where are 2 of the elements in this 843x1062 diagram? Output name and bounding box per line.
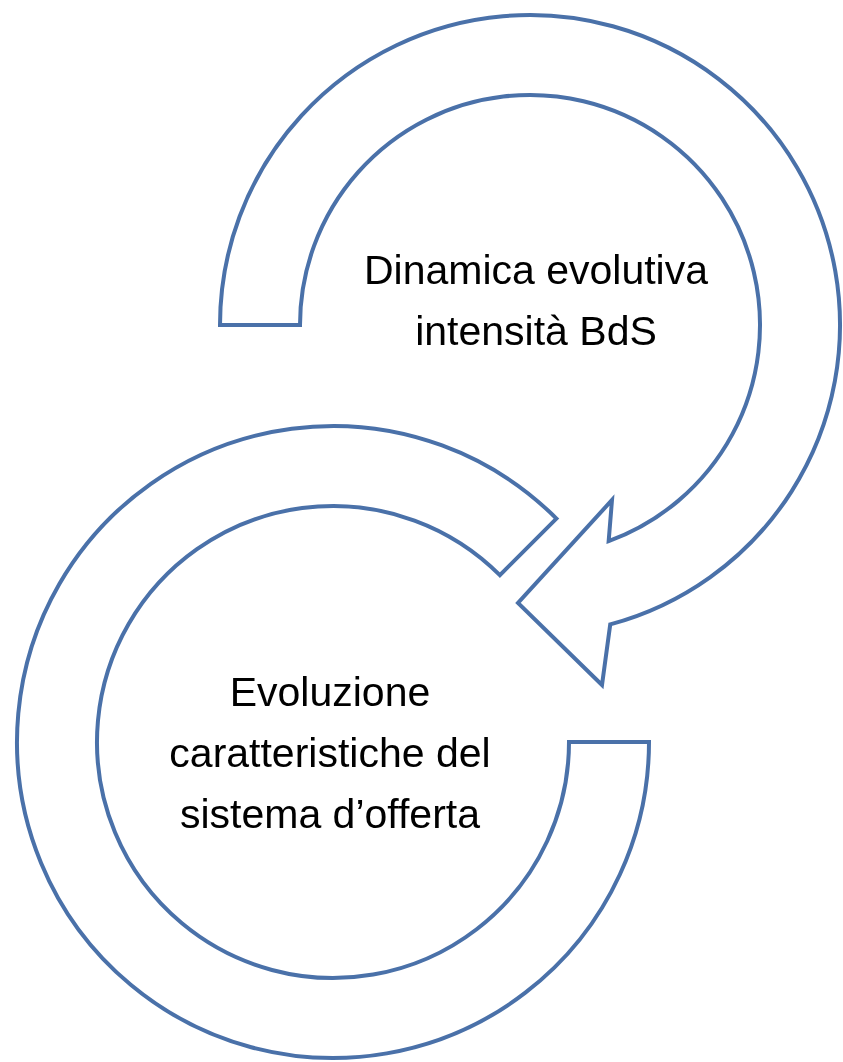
node-text: Evoluzione caratteristiche del sistema d’offerta — [168, 668, 492, 839]
node-text: Dinamica evolutiva intensità BdS — [362, 246, 710, 356]
